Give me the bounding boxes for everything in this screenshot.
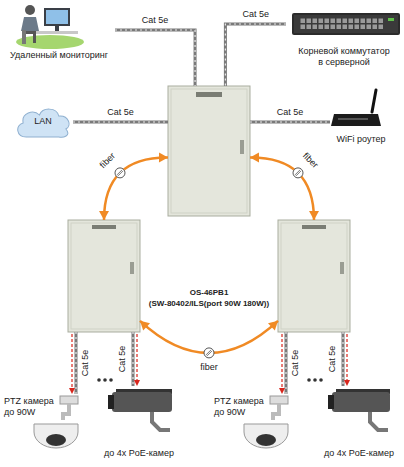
cable-label: Cat 5e	[328, 345, 338, 374]
cable-label: Cat 5e	[291, 349, 301, 378]
root-switch: Корневой коммутатор в серверной	[286, 6, 402, 72]
distribution-cabinet	[168, 86, 250, 216]
monitoring-station: Удаленный мониторинг	[4, 0, 115, 68]
cat5e-cable	[343, 332, 350, 386]
cable-label: Cat 5e	[118, 345, 128, 374]
fiber-label: fiber	[98, 150, 119, 171]
cat5e-cable	[250, 122, 330, 123]
cat5e-cable	[115, 30, 195, 86]
distribution-cabinet	[278, 220, 350, 332]
wifi-router: WiFi роутер	[330, 86, 393, 150]
node-label: Удаленный мониторинг	[4, 50, 114, 61]
node-label: Корневой коммутатор в серверной	[298, 46, 390, 68]
node-label: WiFi роутер	[330, 134, 392, 145]
device-label: OS-46PB1	[140, 288, 278, 298]
cat5e-cable	[225, 24, 286, 86]
bullet-camera-icon	[328, 389, 390, 430]
fiber-label: fiber	[300, 150, 321, 171]
cable-label: Cat 5e	[81, 349, 91, 378]
cable-label: Cat 5e	[141, 16, 170, 26]
device-label: (SW-80402/ILS(port 90W 180W))	[140, 299, 278, 309]
cat5e-cable	[279, 332, 286, 394]
bullet-camera: до 4х PoE-камер	[96, 386, 183, 462]
cable-label: Cat 5e	[276, 108, 305, 118]
node-label: до 4х PoE-камер	[96, 448, 182, 459]
node-label: PTZ камера до 90W	[214, 396, 270, 418]
router-icon	[331, 90, 381, 126]
distribution-cabinet	[68, 220, 140, 332]
cat5e-cable	[69, 332, 76, 394]
monitoring-icon	[16, 5, 84, 49]
cabinet-icon	[278, 220, 350, 332]
cabinet-icon	[68, 220, 140, 332]
cabinet-icon	[168, 86, 250, 216]
cat5e-cable	[133, 332, 140, 386]
cable-label: Cat 5e	[106, 108, 135, 118]
bullet-camera-icon	[108, 389, 172, 430]
cable-label: Cat 5e	[241, 10, 270, 20]
node-label: PTZ камера до 90W	[4, 396, 60, 418]
ptz-camera: PTZ камера до 90W	[4, 394, 82, 452]
ellipsis-dots	[97, 378, 323, 382]
cat5e-cable	[73, 122, 168, 123]
node-label: до 4х PoE-камер	[316, 448, 402, 459]
bullet-camera: до 4х PoE-камер	[316, 386, 403, 462]
fiber-label: fiber	[199, 363, 219, 373]
fiber-link	[140, 321, 278, 358]
node-label: LAN	[14, 116, 72, 127]
ptz-camera: PTZ камера до 90W	[214, 394, 292, 452]
lan-cloud: LAN	[14, 106, 73, 138]
switch-icon	[292, 13, 400, 35]
